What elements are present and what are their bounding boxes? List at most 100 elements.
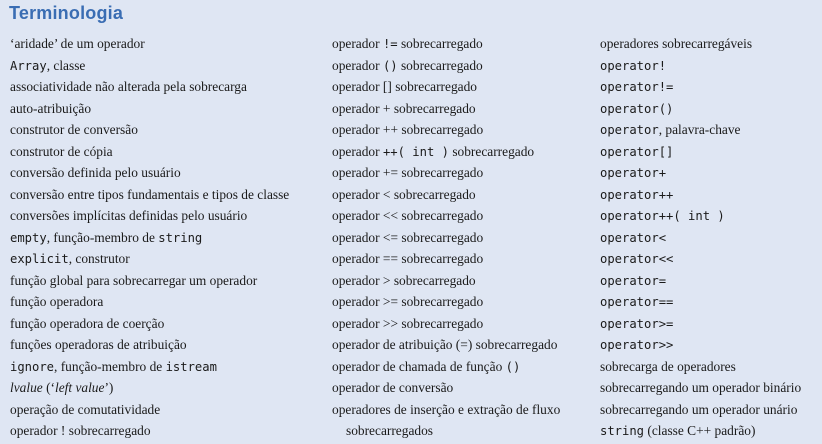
term-text: conversão entre tipos fundamentais e tip… — [10, 186, 290, 202]
term-text: operador de conversão — [332, 380, 454, 395]
term-text: sobrecarga de operadores — [600, 358, 736, 374]
term-entry: operator<< — [600, 248, 818, 270]
term-text: sobrecarregado — [448, 143, 535, 159]
code-term: string — [158, 230, 203, 245]
term-entry: operador != sobrecarregado — [332, 33, 594, 55]
term-text: lvalue — [10, 380, 43, 395]
term-text: operador < sobrecarregado — [332, 186, 476, 202]
term-text: operador — [332, 57, 383, 73]
term-entry: operador > sobrecarregado — [332, 270, 594, 292]
term-entry: explicit, construtor — [10, 248, 320, 270]
term-entry: operador de chamada de função () — [332, 356, 594, 378]
term-entry: operação de comutatividade — [10, 399, 320, 421]
code-term: operator[] — [600, 144, 674, 159]
code-term: operator() — [600, 101, 674, 116]
term-entry: operadores sobrecarregáveis — [600, 33, 818, 55]
term-text: , construtor — [68, 251, 130, 266]
term-entry: string (classe C++ padrão) — [600, 420, 818, 442]
term-entry: construtor de cópia — [10, 141, 320, 163]
term-entry: operador de atribuição (=) sobrecarregad… — [332, 334, 594, 356]
term-entry: operador () sobrecarregado — [332, 55, 594, 77]
code-term: operator!= — [600, 80, 674, 94]
term-entry: auto-atribuição — [10, 98, 320, 120]
term-entry: operator= — [600, 270, 818, 292]
term-text: left value — [55, 380, 105, 395]
term-text: operador — [332, 143, 383, 159]
term-entry: sobrecarregados — [332, 420, 594, 442]
term-entry: funções operadoras de atribuição — [10, 334, 320, 356]
term-text: ’) — [104, 380, 114, 395]
section-heading: Terminologia — [9, 3, 124, 23]
term-text: operador [] sobrecarregado — [332, 79, 477, 94]
term-entry: sobrecarregando um operador unário — [600, 399, 818, 421]
term-text: ‘aridade’ de um operador — [10, 36, 145, 51]
term-entry: função operadora — [10, 291, 320, 313]
code-term: ignore — [10, 359, 55, 374]
code-term: empty — [10, 230, 47, 245]
term-entry: operador ++( int ) sobrecarregado — [332, 141, 594, 163]
term-entry: conversões implícitas definidas pelo usu… — [10, 205, 320, 227]
term-entry: operador ++ sobrecarregado — [332, 119, 594, 141]
term-text: função operadora — [10, 294, 104, 309]
term-text: operador >> sobrecarregado — [332, 315, 484, 331]
term-entry: operator== — [600, 291, 818, 313]
term-entry: operador <= sobrecarregado — [332, 227, 594, 249]
term-text: operador == sobrecarregado — [332, 251, 484, 266]
code-term: operator++( int ) — [600, 209, 725, 223]
term-entry: operator++ — [600, 184, 818, 206]
term-entry: conversão definida pelo usuário — [10, 162, 320, 184]
term-entry: função operadora de coerção — [10, 313, 320, 335]
term-text: sobrecarregando um operador binário — [600, 380, 802, 395]
term-entry: operator++( int ) — [600, 205, 818, 227]
term-text: operador <= sobrecarregado — [332, 229, 484, 245]
code-term: operator<< — [600, 252, 674, 266]
term-entry: operador [] sobrecarregado — [332, 76, 594, 98]
term-entry: função global para sobrecarregar um oper… — [10, 270, 320, 292]
term-entry: Array, classe — [10, 55, 320, 77]
term-text: operadores sobrecarregáveis — [600, 36, 753, 51]
term-entry: conversão entre tipos fundamentais e tip… — [10, 184, 320, 206]
term-text: operador ! sobrecarregado — [10, 423, 151, 438]
term-entry: operator! — [600, 55, 818, 77]
term-entry: operator< — [600, 227, 818, 249]
code-term: operator>> — [600, 338, 674, 352]
term-entry: operator>> — [600, 334, 818, 356]
term-text: (classe C++ padrão) — [644, 423, 756, 438]
term-entry: construtor de conversão — [10, 119, 320, 141]
term-entry: operadores de inserção e extração de flu… — [332, 399, 594, 421]
term-text: operador += sobrecarregado — [332, 165, 484, 180]
term-text: operador + sobrecarregado — [332, 100, 476, 116]
code-term: string — [600, 424, 645, 438]
term-entry: ignore, função-membro de istream — [10, 356, 320, 378]
term-text: conversões implícitas definidas pelo usu… — [10, 208, 248, 223]
term-text: operador << sobrecarregado — [332, 208, 484, 223]
term-text: operadores de inserção e extração de flu… — [332, 401, 561, 417]
term-entry: sobrecarga de operadores — [600, 356, 818, 378]
code-term: operator= — [600, 273, 667, 288]
code-term: operator== — [600, 295, 674, 309]
term-entry: operator!= — [600, 76, 818, 98]
term-text: , classe — [46, 57, 86, 73]
code-term: () — [382, 58, 398, 73]
term-entry: operador de conversão — [332, 377, 594, 399]
term-text: conversão definida pelo usuário — [10, 165, 181, 180]
term-text: operador — [332, 36, 383, 51]
term-entry: empty, função-membro de string — [10, 227, 320, 249]
code-term: operator++ — [600, 187, 674, 202]
code-term: != — [382, 37, 398, 51]
term-text: sobrecarregado — [397, 36, 483, 51]
term-text: sobrecarregando um operador unário — [600, 401, 798, 417]
term-text: operador > sobrecarregado — [332, 272, 476, 288]
term-text: sobrecarregado — [397, 57, 483, 73]
term-entry: operador << sobrecarregado — [332, 205, 594, 227]
term-text: sobrecarregados — [346, 423, 433, 438]
term-entry: operador >> sobrecarregado — [332, 313, 594, 335]
term-text: associatividade não alterada pela sobrec… — [10, 79, 247, 94]
term-text: função operadora de coerção — [10, 315, 165, 331]
term-text: operador ++ sobrecarregado — [332, 122, 484, 137]
term-entry: operator+ — [600, 162, 818, 184]
term-entry: sobrecarregando um operador binário — [600, 377, 818, 399]
terms-column-3: operadores sobrecarregáveis operator! oper… — [600, 33, 818, 442]
